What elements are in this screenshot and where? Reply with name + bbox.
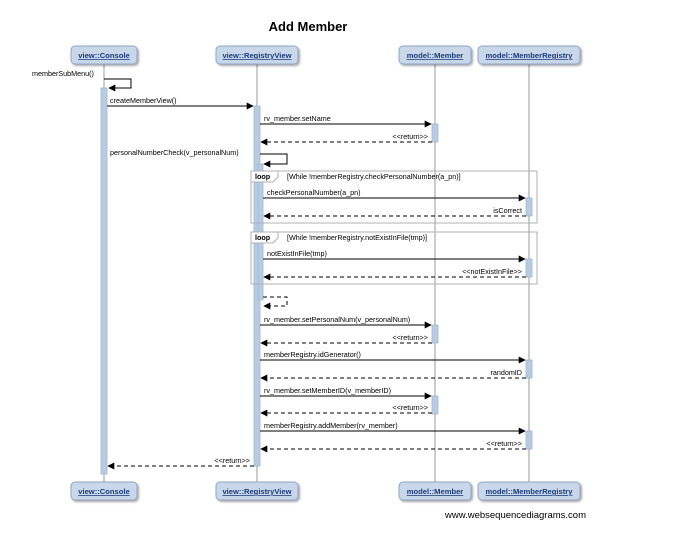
message-return-setPersonalNum: <<return>> [260,333,432,347]
message-label: memberRegistry.addMember(rv_member) [264,421,398,430]
activation-memberregistry-2 [525,258,533,278]
participant-heads-top: view::Console view::RegistryView model::… [70,45,581,65]
message-label: memberRegistry.idGenerator() [264,350,361,359]
participant-console-top[interactable]: view::Console [70,45,138,65]
message-label: <<return>> [214,456,250,465]
message-label: <<notExistInFile>> [462,267,522,276]
message-label: rv_member.setName [264,114,331,123]
loop-frame-2: loop [While !memberRegistry.notExistInFi… [250,231,538,285]
message-label: rv_member.setPersonalNum(v_personalNum) [264,315,410,324]
message-randomID: randomID [260,368,526,382]
activation-memberregistry-1 [525,197,533,217]
credit-link[interactable]: www.websequencediagrams.com [444,510,586,521]
message-return-addMember: <<return>> [260,439,526,453]
activation-console [100,87,108,475]
participant-label: model::MemberRegistry [486,487,574,496]
message-label: <<return>> [392,403,428,412]
loop-frame-1: loop [While !memberRegistry.checkPersona… [250,170,538,224]
participant-label: view::Console [78,51,129,60]
participant-memberregistry-top[interactable]: model::MemberRegistry [477,45,581,65]
loop-tag: loop [255,233,271,242]
message-return-setMemberID: <<return>> [260,403,432,417]
message-idGenerator: memberRegistry.idGenerator() [260,350,526,364]
message-return-createMemberView: <<return>> [107,456,254,470]
message-notExistInFile: notExistInFile(tmp) [263,249,526,263]
activation-memberregistry-4 [525,430,533,450]
participant-label: model::MemberRegistry [486,51,574,60]
message-label: rv_member.setMemberID(v_memberID) [264,386,391,395]
message-label: <<return>> [392,333,428,342]
messages: memberSubMenu() createMemberView() rv_me… [32,69,526,470]
loop-condition: [While !memberRegistry.checkPersonalNumb… [287,172,461,181]
participant-label: view::RegistryView [222,51,291,60]
message-addMember: memberRegistry.addMember(rv_member) [260,421,526,435]
message-label: <<return>> [486,439,522,448]
participant-member-top[interactable]: model::Member [398,45,472,65]
activation-bars [100,87,533,475]
participant-memberregistry-bottom[interactable]: model::MemberRegistry [477,481,581,501]
loop-tag: loop [255,172,271,181]
loop-condition: [While !memberRegistry.notExistInFile(tm… [287,233,427,242]
message-label: createMemberView() [110,96,177,105]
participant-heads-bottom: view::Console view::RegistryView model::… [70,481,581,501]
message-setMemberID: rv_member.setMemberID(v_memberID) [260,386,432,400]
message-return-setName: <<return>> [260,132,432,146]
message-label: <<return>> [392,132,428,141]
participant-console-bottom[interactable]: view::Console [70,481,138,501]
message-isCorrect: isCorrect [263,206,526,220]
message-label: memberSubMenu() [32,69,94,78]
participant-registryview-bottom[interactable]: view::RegistryView [215,481,299,501]
message-self-return [263,296,288,310]
message-label: isCorrect [493,206,522,215]
message-setName: rv_member.setName [260,114,432,128]
participant-label: model::Member [407,51,464,60]
message-label: personalNumberCheck(v_personalNum) [110,148,239,157]
diagram-title: Add Member [269,19,348,34]
activation-memberregistry-3 [525,359,533,379]
message-checkPersonalNumber: checkPersonalNumber(a_pn) [263,188,526,202]
participant-label: model::Member [407,487,464,496]
activation-member-2 [431,324,439,344]
message-label: checkPersonalNumber(a_pn) [267,188,360,197]
message-setPersonalNum: rv_member.setPersonalNum(v_personalNum) [260,315,432,329]
participant-label: view::Console [78,487,129,496]
message-personalNumberCheck: personalNumberCheck(v_personalNum) [110,148,288,168]
message-createMemberView: createMemberView() [107,96,254,110]
participant-registryview-top[interactable]: view::RegistryView [215,45,299,65]
message-notExistInFile-return: <<notExistInFile>> [263,267,526,281]
message-label: notExistInFile(tmp) [267,249,327,258]
participant-label: view::RegistryView [222,487,291,496]
participant-member-bottom[interactable]: model::Member [398,481,472,501]
message-memberSubMenu: memberSubMenu() [32,69,132,92]
activation-member-3 [431,395,439,415]
message-label: randomID [490,368,522,377]
activation-member-1 [431,123,439,143]
